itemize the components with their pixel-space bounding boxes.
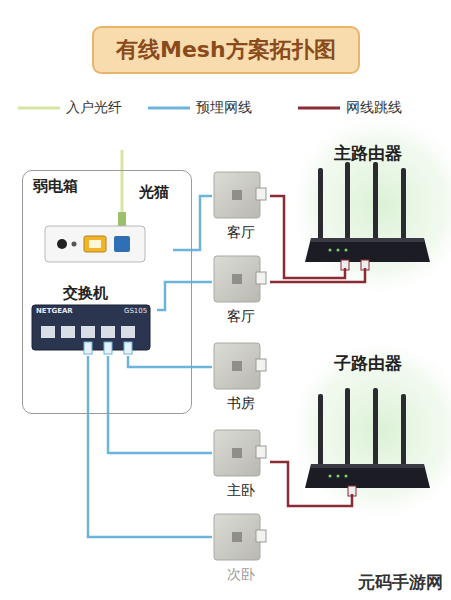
legend-text: 预埋网线 xyxy=(196,99,252,117)
node-label: 客厅 xyxy=(227,224,255,242)
embedded-cable xyxy=(157,282,212,310)
node-label: 弱电箱 xyxy=(33,177,78,196)
model-mark: GS105 xyxy=(124,307,147,315)
title-text: 有线Mesh方案拓扑图 xyxy=(116,37,336,62)
node-label: 次卧 xyxy=(227,566,255,584)
patch-cable xyxy=(270,462,352,506)
embedded-cable xyxy=(128,356,212,367)
node-label: 主路由器 xyxy=(334,142,402,165)
title-banner: 有线Mesh方案拓扑图 xyxy=(92,26,360,74)
network-switch: 交换机 xyxy=(29,284,157,356)
embedded-cable xyxy=(108,356,212,453)
wall-socket: 主卧 xyxy=(212,430,270,502)
embedded-cable xyxy=(173,196,212,250)
main-router: 主路由器 xyxy=(298,142,438,268)
wall-socket: 客厅 xyxy=(212,256,270,328)
wall-socket: 客厅 xyxy=(212,172,270,244)
node-label: 子路由器 xyxy=(334,352,402,375)
patch-cable xyxy=(270,268,365,282)
watermark: 元码手游网 xyxy=(358,571,443,594)
embedded-cable xyxy=(88,356,212,537)
patch-cable xyxy=(270,196,345,278)
node-label: 书房 xyxy=(227,395,255,413)
wall-socket: 书房 xyxy=(212,343,270,415)
node-label: 主卧 xyxy=(227,482,255,500)
legend-text: 入户光纤 xyxy=(66,99,122,117)
node-label: 光猫 xyxy=(139,183,169,202)
modem: 光猫 xyxy=(39,181,173,269)
brand-mark: NETGEAR xyxy=(36,307,73,315)
cabinet-box: 弱电箱 光猫交换机 xyxy=(22,170,192,414)
wall-socket: 次卧 xyxy=(212,514,270,586)
legend-text: 网线跳线 xyxy=(346,99,402,117)
node-label: 客厅 xyxy=(227,308,255,326)
sub-router: 子路由器 xyxy=(298,352,438,494)
node-label: 交换机 xyxy=(63,284,108,303)
